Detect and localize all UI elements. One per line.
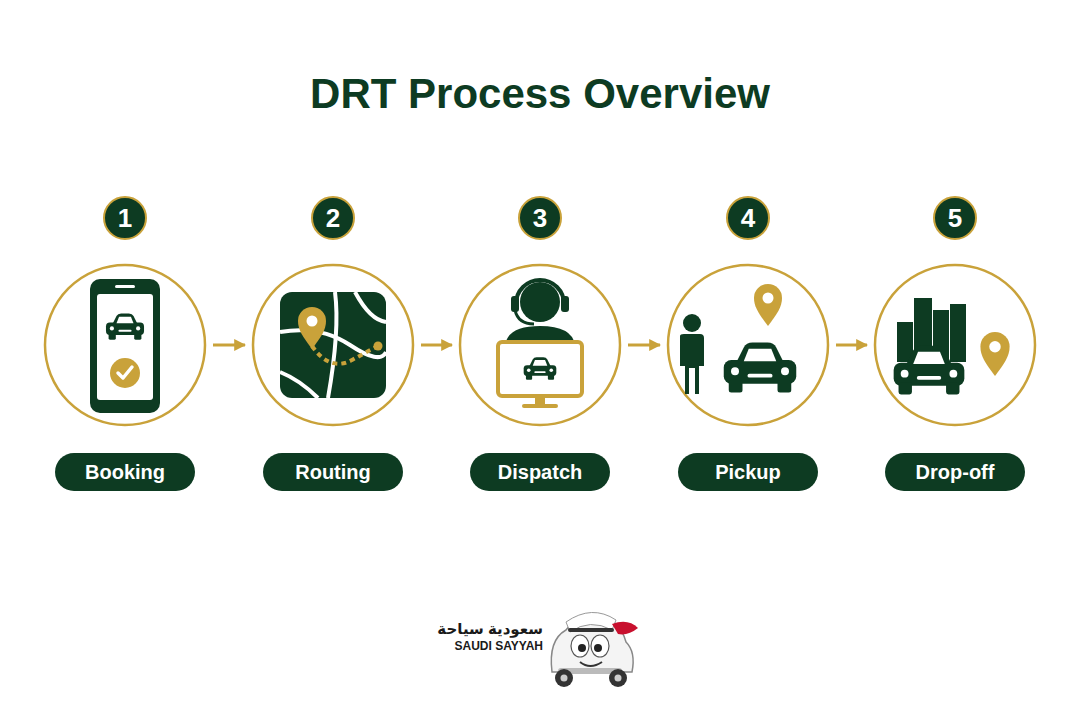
step-circles <box>45 265 1035 425</box>
title: DRT Process Overview <box>0 70 1080 118</box>
step-number: 3 <box>518 196 562 240</box>
brand-name: SAUDI SAYYAH <box>455 639 543 653</box>
step-number: 4 <box>726 196 770 240</box>
process-step: 2Routing <box>253 196 413 492</box>
step-number: 2 <box>311 196 355 240</box>
step-number: 1 <box>103 196 147 240</box>
step-label: Drop-off <box>885 453 1025 491</box>
process-step: 1Booking <box>45 196 205 492</box>
phone-icon <box>90 279 160 413</box>
map-icon <box>280 292 386 398</box>
brand-name-arabic: سعودية سياحة <box>437 620 543 638</box>
dropoff-icon <box>894 298 1010 394</box>
step-label: Pickup <box>678 453 818 491</box>
flow-arrow <box>628 344 660 347</box>
process-step: 3Dispatch <box>460 196 620 492</box>
operator-icon <box>498 280 582 408</box>
step-number: 5 <box>933 196 977 240</box>
flow-arrow <box>836 344 867 347</box>
process-step: 5Drop-off <box>875 196 1035 492</box>
pickup-icon <box>680 284 796 394</box>
flow-arrow <box>213 344 245 347</box>
flow-arrow <box>421 344 452 347</box>
step-label: Dispatch <box>470 453 610 491</box>
step-label: Routing <box>263 453 403 491</box>
mascot-car <box>551 612 638 687</box>
process-step: 4Pickup <box>668 196 828 492</box>
step-label: Booking <box>55 453 195 491</box>
